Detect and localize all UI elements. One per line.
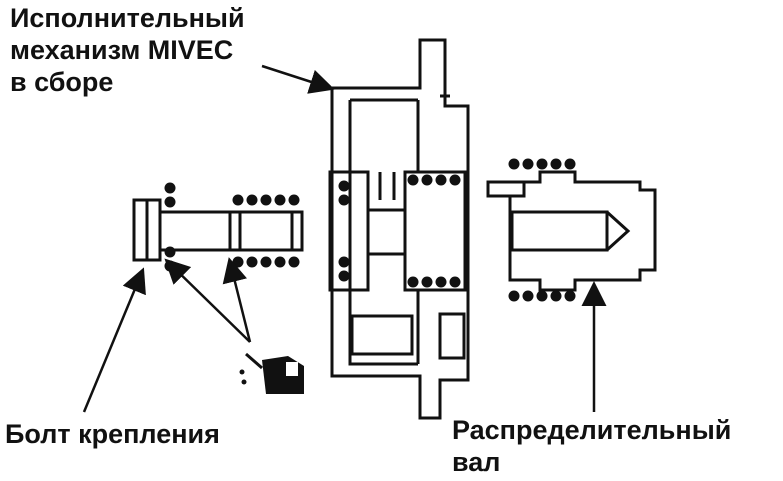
mounting-bolt: [132, 198, 304, 262]
actuator-label: Исполнительный механизм MIVEC в сборе: [10, 2, 245, 98]
actuator-seal-rings: [338, 174, 461, 288]
actuator-label-line-2: механизм MIVEC: [10, 35, 234, 65]
camshaft-label: Распределительный вал: [452, 414, 731, 478]
camshaft: [486, 170, 657, 292]
camshaft-seal-rings: [508, 158, 576, 302]
camshaft-label-line-2: вал: [452, 447, 501, 477]
actuator-label-line-3: в сборе: [10, 67, 114, 97]
mivec-actuator: [328, 38, 470, 420]
bolt-label: Болт крепления: [5, 419, 220, 449]
camshaft-label-line-1: Распределительный: [452, 415, 732, 445]
actuator-label-line-1: Исполнительный: [10, 3, 245, 33]
bolt-washer-rings: [164, 182, 300, 272]
leader-lines: [82, 64, 607, 413]
oil-can-icon: [239, 352, 304, 394]
